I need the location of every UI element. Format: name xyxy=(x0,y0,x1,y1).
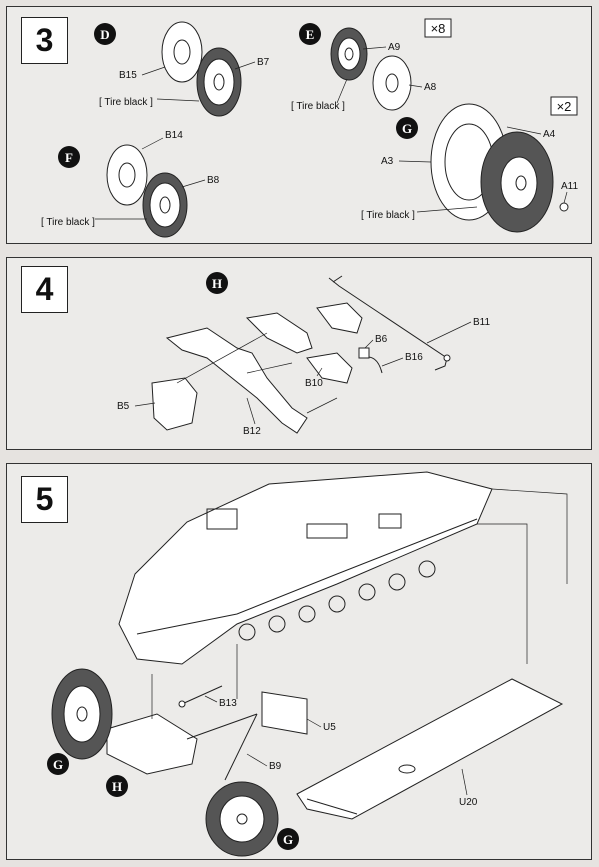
callout-h: H xyxy=(112,779,122,794)
tire-label-d: [ Tire black ] xyxy=(99,97,153,108)
label-b14: B14 xyxy=(165,130,183,141)
step-5-panel: 5 xyxy=(6,463,592,860)
front-wheel-g xyxy=(430,103,569,233)
quantity-e: ×8 xyxy=(431,21,446,36)
road-wheel-e xyxy=(330,27,412,111)
label-u20: U20 xyxy=(459,797,478,808)
label-b11: B11 xyxy=(473,317,490,328)
step-number: 4 xyxy=(21,266,68,313)
step-3-panel: 3 D B15 B7 [ Tire black ] E ×8 A9 xyxy=(6,6,592,244)
idler-wheel-f xyxy=(106,144,188,238)
suspension-frame xyxy=(151,275,451,434)
callout-d: D xyxy=(100,27,109,42)
label-a8: A8 xyxy=(424,82,437,93)
label-a9: A9 xyxy=(388,42,401,53)
quantity-box-e xyxy=(424,18,452,38)
label-b15: B15 xyxy=(119,70,137,81)
label-u5: U5 xyxy=(323,722,336,733)
label-b9: B9 xyxy=(269,761,282,772)
label-b7: B7 xyxy=(257,57,270,68)
callout-g-left-badge xyxy=(47,753,69,775)
callout-d-badge xyxy=(94,23,116,45)
step-3-drawing: D B15 B7 [ Tire black ] E ×8 A9 A8 [ Tir… xyxy=(41,18,578,238)
label-b8: B8 xyxy=(207,175,220,186)
label-a11: A11 xyxy=(561,181,578,192)
callout-g-right-badge xyxy=(277,828,299,850)
callout-h-badge xyxy=(106,775,128,797)
callout-e: E xyxy=(306,27,315,42)
label-b13: B13 xyxy=(219,698,237,709)
callout-f: F xyxy=(65,150,73,165)
callout-g: G xyxy=(402,121,412,136)
label-b10: B10 xyxy=(305,378,323,389)
callout-g-badge xyxy=(396,117,418,139)
tire-label-e: [ Tire black ] xyxy=(291,101,345,112)
hull-assembly xyxy=(51,471,568,857)
label-b5: B5 xyxy=(117,401,130,412)
tire-label-g: [ Tire black ] xyxy=(361,210,415,221)
sprocket-wheel-d xyxy=(161,21,242,117)
quantity-g: ×2 xyxy=(557,99,572,114)
callout-h: H xyxy=(212,276,222,291)
tire-label-f: [ Tire black ] xyxy=(41,217,95,228)
step-number: 5 xyxy=(21,476,68,523)
callout-g-right: G xyxy=(283,832,293,847)
label-b6: B6 xyxy=(375,334,388,345)
step-number: 3 xyxy=(21,17,68,64)
quantity-box-g xyxy=(550,96,578,116)
label-a3: A3 xyxy=(381,156,394,167)
label-b12: B12 xyxy=(243,426,261,437)
step-4-drawing: H B11 B6 B16 B10 B5 B12 xyxy=(117,272,490,437)
step-4-panel: 4 H B11 B6 B16 xyxy=(6,257,592,450)
label-b16: B16 xyxy=(405,352,423,363)
callout-e-badge xyxy=(299,23,321,45)
callout-f-badge xyxy=(58,146,80,168)
callout-g-left: G xyxy=(53,757,63,772)
callout-h-badge xyxy=(206,272,228,294)
label-a4: A4 xyxy=(543,129,556,140)
step-5-drawing: G H G B13 U5 B9 U20 xyxy=(47,471,568,857)
